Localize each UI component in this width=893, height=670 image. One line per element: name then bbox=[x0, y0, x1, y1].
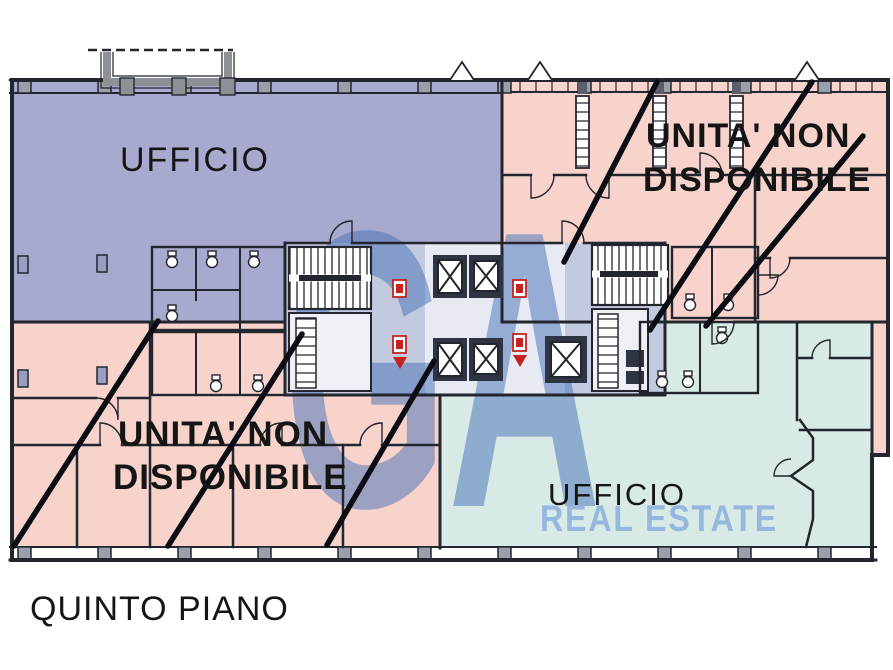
watermark-text: REAL ESTATE bbox=[540, 498, 778, 539]
unavailable-strike-lines bbox=[11, 79, 866, 549]
toilet-icon bbox=[205, 250, 219, 269]
toilet-icon bbox=[165, 250, 179, 269]
fire-extinguisher-icon bbox=[512, 279, 527, 298]
toilet-icon bbox=[681, 370, 695, 389]
service-ladder-left bbox=[288, 312, 372, 392]
toilet-icon bbox=[247, 250, 261, 269]
toilet-icon bbox=[251, 374, 265, 393]
label-unavailable-bottom-left-line2: DISPONIBILE bbox=[113, 458, 348, 497]
core-structure bbox=[283, 241, 670, 397]
entrance-canopy bbox=[88, 48, 236, 96]
toilet-icon bbox=[683, 293, 697, 312]
door-arcs bbox=[95, 152, 831, 477]
floor-title: QUINTO PIANO bbox=[30, 590, 289, 628]
restrooms-left bbox=[150, 245, 287, 332]
toilet-icon bbox=[209, 374, 223, 393]
fire-extinguisher-icon bbox=[392, 279, 407, 298]
elevator-icon bbox=[433, 255, 503, 298]
label-unavailable-top-right-line2: DISPONIBILE bbox=[643, 161, 872, 199]
facade-opening-markers bbox=[449, 60, 820, 81]
region-unavailable-right-strip bbox=[872, 322, 888, 455]
radiator-columns bbox=[575, 82, 744, 169]
label-unavailable-bottom-left-line1: UNITA' NON bbox=[118, 415, 329, 454]
label-unavailable-top-right-line1: UNITA' NON bbox=[646, 117, 851, 155]
stairs-icon bbox=[287, 245, 373, 311]
toilet-icon bbox=[655, 370, 669, 389]
label-office-bottom-right: UFFICIO bbox=[548, 477, 686, 512]
elevator-icon bbox=[433, 338, 503, 381]
restrooms-right-bottom bbox=[638, 320, 760, 395]
fire-extinguisher-icon bbox=[392, 335, 407, 369]
elevator-icon bbox=[545, 336, 587, 383]
interior-columns bbox=[17, 254, 108, 388]
service-ladder-right bbox=[591, 308, 649, 392]
label-office-top-left: UFFICIO bbox=[120, 141, 270, 179]
stairs-icon bbox=[590, 243, 670, 307]
fire-extinguisher-icon bbox=[512, 333, 527, 367]
toilet-icon bbox=[165, 304, 179, 323]
